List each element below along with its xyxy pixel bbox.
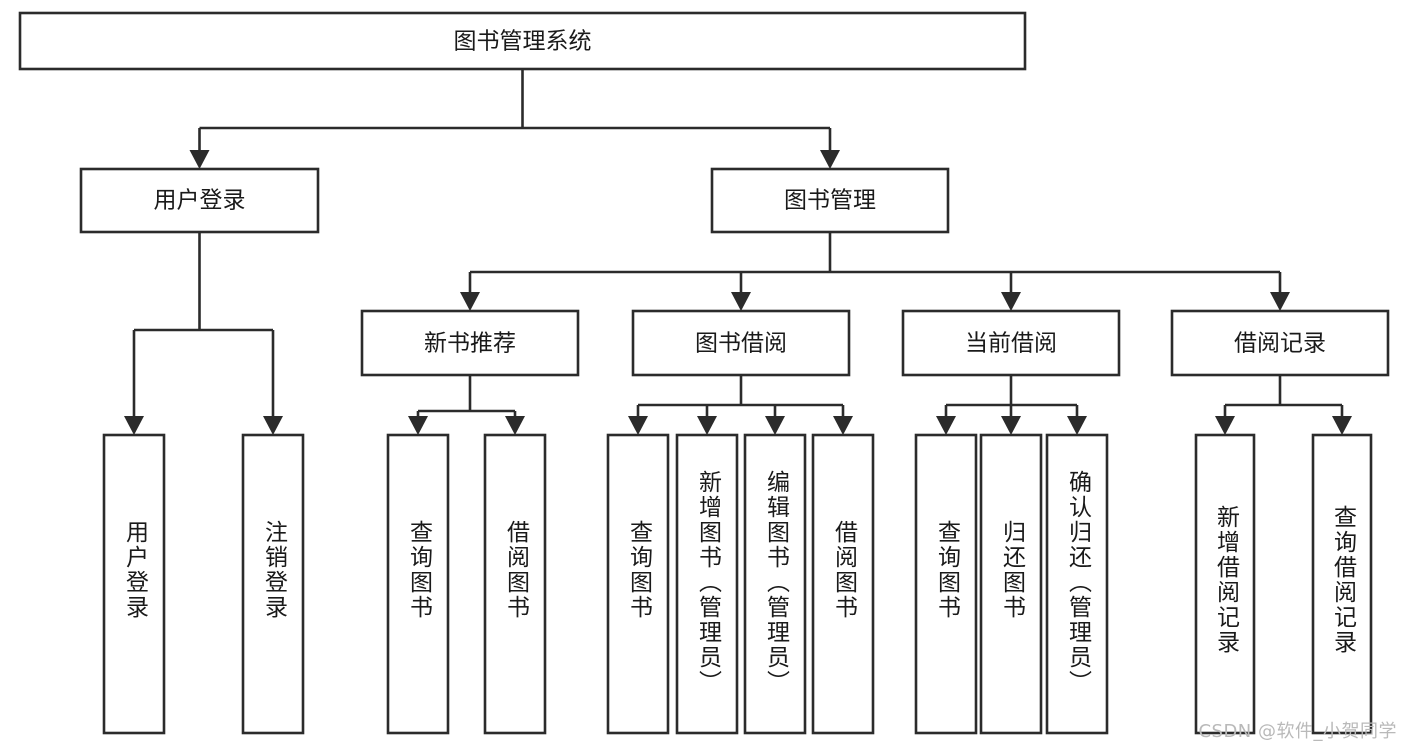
arrow-head-icon [936, 416, 956, 435]
node-root-box[interactable] [18, 11, 1027, 71]
arrow-head-icon [460, 292, 480, 311]
arrow-head-icon [628, 416, 648, 435]
arrowhead-layer [124, 150, 1352, 435]
node-new-book-recommend-label: 新书推荐 [424, 331, 516, 357]
leaf-query-book-borrow-box[interactable] [606, 433, 670, 735]
arrow-head-icon [833, 416, 853, 435]
leaf-borrow-book-box[interactable] [811, 433, 875, 735]
node-user-login-box[interactable] [79, 167, 320, 234]
arrow-head-icon [1067, 416, 1087, 435]
node-book-borrow-box[interactable] [631, 309, 851, 377]
leaf-logout-login-box[interactable] [241, 433, 305, 735]
arrow-head-icon [1215, 416, 1235, 435]
arrow-head-icon [820, 150, 840, 169]
node-root-label: 图书管理系统 [454, 29, 592, 55]
leaf-user-login-box[interactable] [102, 433, 166, 735]
connector-layer [132, 69, 1344, 418]
arrow-head-icon [697, 416, 717, 435]
arrow-head-icon [765, 416, 785, 435]
node-user-login-label: 用户登录 [154, 188, 246, 214]
leaf-confirm-return-admin-box[interactable] [1045, 433, 1109, 735]
node-current-borrow-label: 当前借阅 [965, 331, 1057, 357]
node-current-borrow-box[interactable] [901, 309, 1121, 377]
arrow-head-icon [408, 416, 428, 435]
node-book-management-box[interactable] [710, 167, 950, 234]
arrow-head-icon [189, 150, 210, 169]
arrow-head-icon [505, 416, 525, 435]
arrow-head-icon [731, 292, 751, 311]
leaf-query-book-current-box[interactable] [914, 433, 978, 735]
arrow-head-icon [1001, 292, 1021, 311]
arrow-head-icon [263, 416, 283, 435]
node-label-layer: 图书管理系统 用户登录 图书管理 新书推荐 图书借阅 当前借阅 借阅记录 [154, 29, 1327, 357]
arrow-head-icon [124, 416, 144, 435]
node-new-book-recommend-box[interactable] [360, 309, 580, 377]
leaf-query-borrow-record-box[interactable] [1311, 433, 1373, 735]
arrow-head-icon [1001, 416, 1021, 435]
node-borrow-records-label: 借阅记录 [1234, 331, 1326, 357]
arrow-head-icon [1332, 416, 1352, 435]
node-box-layer [18, 11, 1390, 735]
leaf-query-book-rec-box[interactable] [386, 433, 450, 735]
leaf-edit-book-admin-box[interactable] [743, 433, 807, 735]
leaf-return-book-box[interactable] [979, 433, 1043, 735]
arrow-head-icon [1270, 292, 1290, 311]
leaf-borrow-book-rec-box[interactable] [483, 433, 547, 735]
leaf-add-book-admin-box[interactable] [675, 433, 739, 735]
node-borrow-records-box[interactable] [1170, 309, 1390, 377]
node-book-management-label: 图书管理 [784, 188, 876, 214]
csdn-watermark: CSDN @软件_小贺同学 [1198, 721, 1397, 742]
leaf-add-borrow-record-box[interactable] [1194, 433, 1256, 735]
node-book-borrow-label: 图书借阅 [695, 331, 787, 357]
